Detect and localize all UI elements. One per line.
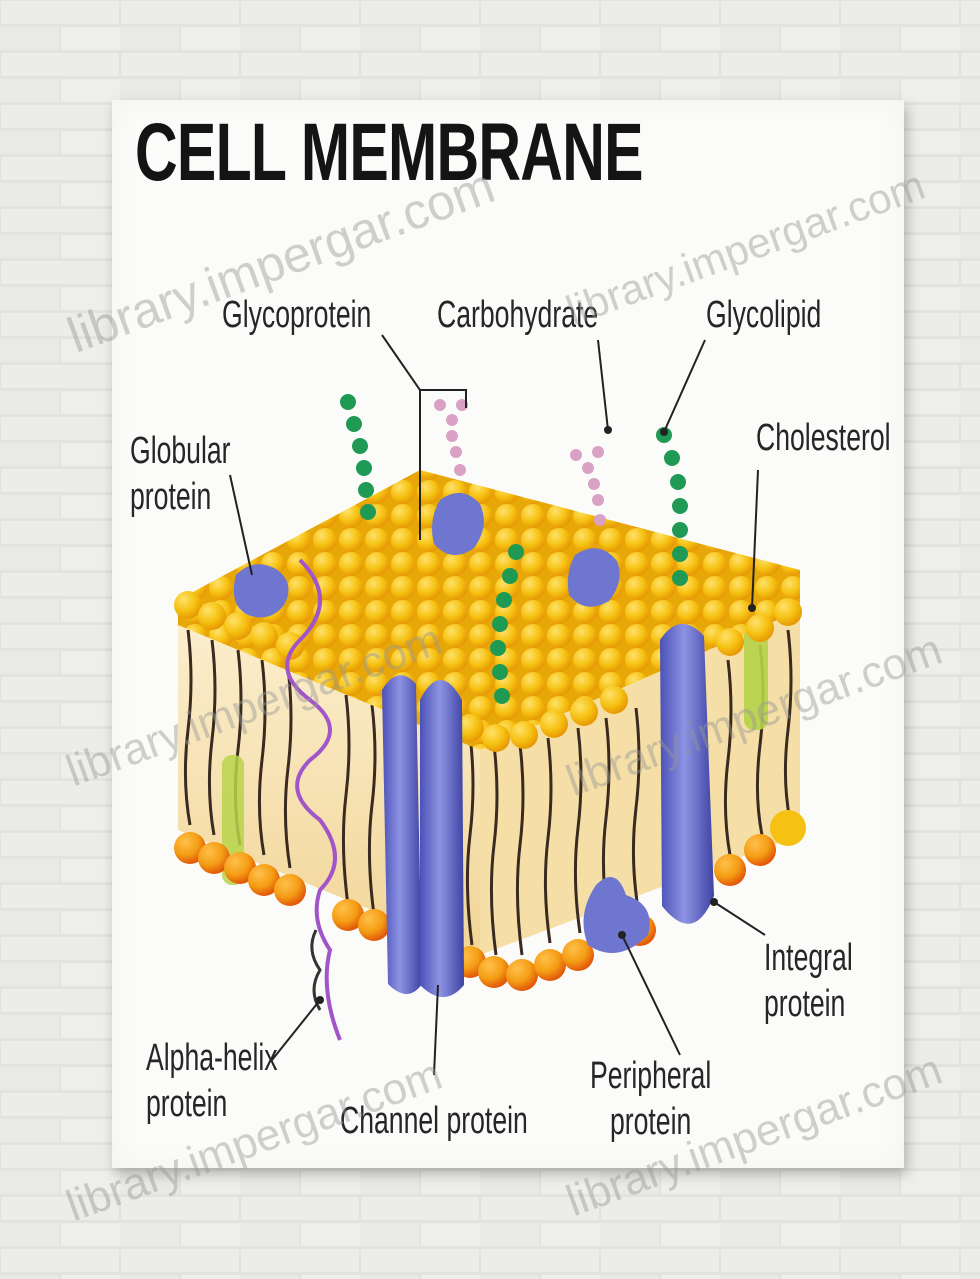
label-glycolipid: Glycolipid [706,292,821,338]
label-cholesterol: Cholesterol [756,415,891,461]
label-carbohydrate: Carbohydrate [437,292,598,338]
label-integral-protein: Integral protein [764,935,853,1028]
label-globular-protein: Globular protein [130,428,231,521]
label-channel-protein: Channel protein [340,1098,528,1144]
page-title: CELL MEMBRANE [135,112,643,194]
label-alpha-helix-protein: Alpha-helix protein [146,1035,278,1128]
label-peripheral-protein: Peripheral protein [590,1053,711,1146]
label-glycoprotein: Glycoprotein [222,292,371,338]
channel-protein-shape [382,675,464,997]
